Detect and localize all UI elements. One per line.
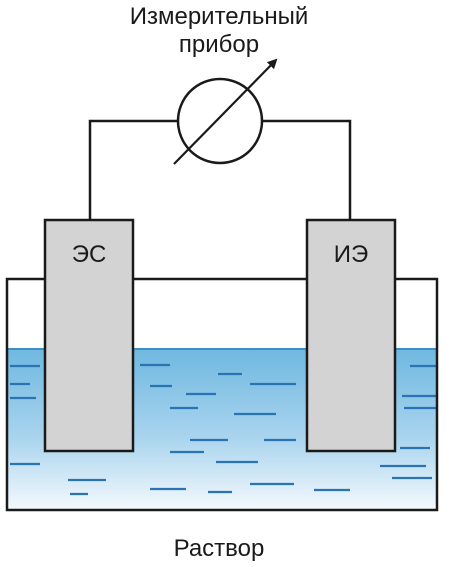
- solution-label: Раствор: [174, 535, 265, 562]
- wire-left: [88, 119, 178, 220]
- solution-vessel: [5, 277, 439, 512]
- reference-electrode-label: ЭС: [72, 241, 107, 268]
- indicator-electrode: ИЭ: [305, 218, 397, 453]
- wire-right: [262, 119, 352, 220]
- reference-electrode: ЭС: [43, 218, 135, 453]
- meter-icon: [173, 58, 278, 165]
- indicator-electrode-label: ИЭ: [334, 241, 369, 268]
- liquid-ripples: [10, 363, 436, 496]
- meter-label-line2: прибор: [179, 31, 259, 58]
- meter-label-line1: Измерительный: [130, 3, 309, 30]
